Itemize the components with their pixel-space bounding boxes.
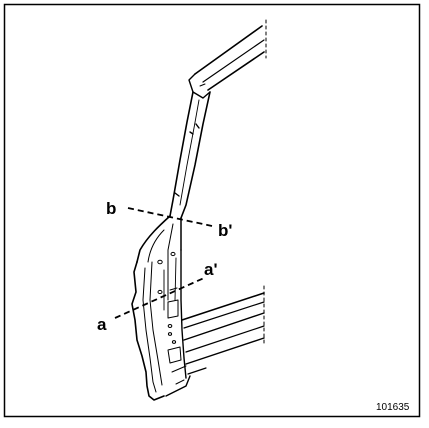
section-lines bbox=[114, 207, 213, 319]
roof-rail-inner-edge bbox=[202, 39, 265, 83]
figure-reference-number: 101635 bbox=[376, 402, 410, 413]
callout-a: a bbox=[97, 315, 107, 334]
sill-upper-edge bbox=[181, 292, 265, 321]
pillar-rear-edge bbox=[180, 91, 211, 219]
callout-b-prime: b' bbox=[218, 221, 232, 240]
callout-a-prime: a' bbox=[204, 260, 218, 279]
pillar-front-edge bbox=[169, 91, 194, 217]
body-pillar-drawing bbox=[131, 19, 267, 401]
lower-pillar-rear-edge bbox=[180, 249, 187, 379]
roof-rail-top-edge bbox=[194, 25, 263, 75]
section-line-b bbox=[127, 207, 213, 227]
figure-border bbox=[3, 3, 421, 418]
pillar-flare-front bbox=[136, 215, 171, 263]
section-line-a bbox=[114, 277, 205, 319]
lower-pillar-outline bbox=[131, 261, 165, 401]
callout-b: b bbox=[106, 199, 116, 218]
roof-rail-lower-edge bbox=[207, 51, 265, 91]
